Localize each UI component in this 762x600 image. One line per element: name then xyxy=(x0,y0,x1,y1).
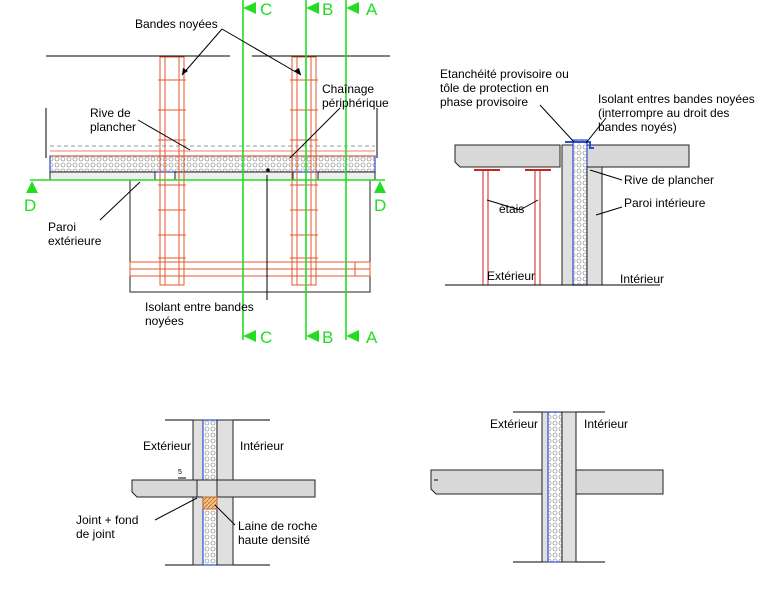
label-chainage-2: périphérique xyxy=(322,96,389,110)
slab-insulation-strip xyxy=(49,155,376,173)
label-rive-2: plancher xyxy=(90,120,136,134)
label-exterieur-joint: Extérieur xyxy=(143,439,191,453)
label-joint-1: Joint + fond xyxy=(76,513,138,527)
label-isolant-int-3: bandes noyés) xyxy=(598,120,677,134)
dim-mark: 5 xyxy=(178,469,182,476)
label-exterieur-top: Extérieur xyxy=(487,269,535,283)
section-lines xyxy=(26,0,386,342)
section-a-bottom: A xyxy=(366,328,378,347)
label-etancheite-2: tôle de protection en xyxy=(440,81,549,95)
label-paroi-ext-1: Paroi xyxy=(48,220,76,234)
section-b-top: B xyxy=(322,0,333,19)
continuous-detail: Extérieur Intérieur xyxy=(430,411,664,563)
label-rive-plancher: Rive de plancher xyxy=(624,173,714,187)
label-etais: étais xyxy=(499,202,524,216)
section-c-top: C xyxy=(260,0,272,19)
label-exterieur-cont: Extérieur xyxy=(490,417,538,431)
label-rive-1: Rive de xyxy=(90,106,131,120)
joint-detail: 5 Extérieur Intérieur Joint + fond de jo… xyxy=(76,419,318,566)
props xyxy=(474,169,551,285)
label-isolant-int-1: Isolant entres bandes noyées xyxy=(598,92,755,106)
label-interieur-joint: Intérieur xyxy=(240,439,284,453)
label-chainage-1: Chaînage xyxy=(322,82,374,96)
section-c-bottom: C xyxy=(260,328,272,347)
label-laine-2: haute densité xyxy=(238,533,310,547)
label-isolant-int-2: (interrompre au droit des xyxy=(598,106,729,120)
section-a-top: A xyxy=(366,0,378,19)
label-joint-2: de joint xyxy=(76,527,115,541)
label-etancheite-1: Etanchéité provisoire ou xyxy=(440,67,569,81)
continuous-insulation xyxy=(547,411,563,563)
label-paroi-ext-2: extérieure xyxy=(48,234,102,248)
section-b-bottom: B xyxy=(322,328,333,347)
label-isolant-bn-2: noyées xyxy=(145,314,184,328)
label-interieur-top: Intérieur xyxy=(620,272,664,286)
label-laine-1: Laine de roche xyxy=(238,519,318,533)
section-props-detail: Etanchéité provisoire ou tôle de protect… xyxy=(440,67,755,286)
label-bandes-noyees: Bandes noyées xyxy=(135,17,218,31)
label-isolant-bn-1: Isolant entre bandes xyxy=(145,300,254,314)
section-d-left: D xyxy=(24,196,36,215)
section-d-right: D xyxy=(374,196,386,215)
rebar-band-left xyxy=(158,56,186,286)
wall-insulation xyxy=(572,139,588,286)
plan-detail: C B A C B A D D Bandes noyées Chaînage p… xyxy=(24,0,390,347)
label-paroi-int: Paroi intérieure xyxy=(624,196,706,210)
label-etancheite-3: phase provisoire xyxy=(440,95,528,109)
rebar-band-right xyxy=(290,56,318,286)
rock-wool-block xyxy=(202,496,218,510)
label-interieur-cont: Intérieur xyxy=(584,417,628,431)
